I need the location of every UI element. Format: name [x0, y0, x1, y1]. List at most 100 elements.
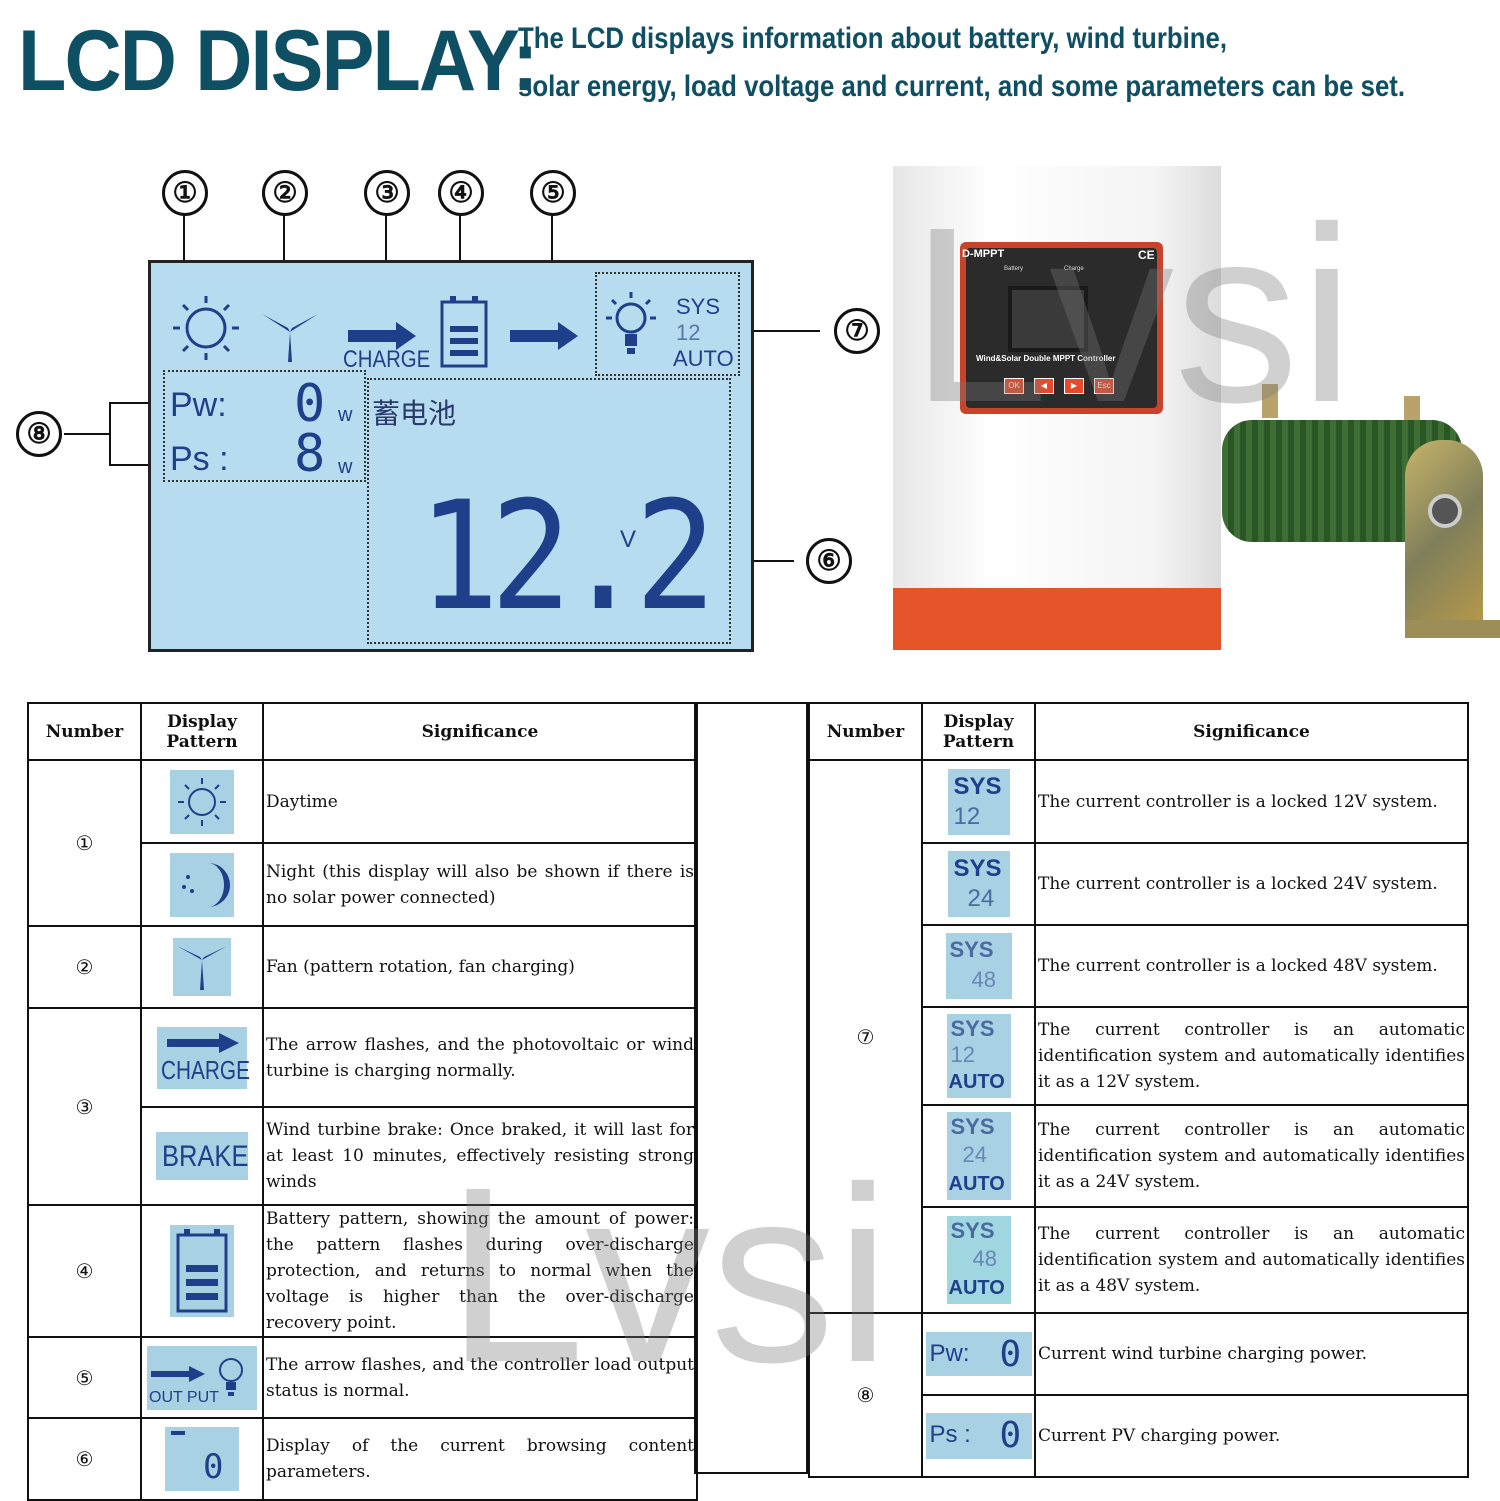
sys-auto-48-icon: SYS 48 AUTO [946, 1216, 1011, 1304]
lcd-voltage-unit: V [620, 526, 637, 553]
lcd-pw-unit: w [338, 404, 353, 426]
device-ok-button: OK [1004, 378, 1024, 394]
significance-cell: Night (this display will also be shown i… [262, 842, 698, 927]
page-title: LCD DISPLAY: [18, 13, 538, 109]
significance-cell: Current wind turbine charging power. [1034, 1312, 1469, 1396]
lcd-display [148, 260, 754, 652]
lcd-pw-label: Pw: [170, 386, 227, 424]
pattern-cell: CHARGE [140, 1007, 264, 1108]
wind-turbine-icon [173, 938, 231, 996]
browse-display-icon: 0 [165, 1427, 239, 1491]
table-gap-right-border [806, 702, 808, 1474]
output-arrow-icon [510, 322, 578, 350]
lcd-auto-label: AUTO [673, 346, 734, 371]
ps-label: Ps : [929, 1421, 971, 1448]
table-gap-left-border [694, 702, 696, 1474]
pattern-cell: 0 [140, 1417, 264, 1501]
significance-cell: The current controller is a locked 48V s… [1034, 924, 1469, 1008]
sys-value: 24 [962, 1142, 987, 1167]
callout-6: ⑥ [806, 538, 852, 584]
significance-cell: The current controller is an automatic i… [1034, 1104, 1469, 1208]
significance-cell: The current controller is an automatic i… [1034, 1006, 1469, 1106]
auto-label: AUTO [948, 1277, 1005, 1299]
row-number-5: ⑤ [27, 1336, 142, 1419]
right-significance-header: Significance [1034, 702, 1469, 761]
charge-arrow-icon: CHARGE [157, 1026, 250, 1089]
right-pattern-header: Display Pattern [921, 702, 1036, 761]
sys-value: 12 [953, 802, 981, 830]
sun-icon [173, 296, 239, 360]
wind-turbine-icon [262, 314, 318, 362]
pattern-cell: SYS 48 AUTO [921, 1206, 1036, 1314]
sys-auto-24-icon: SYS 24 AUTO [946, 1112, 1011, 1200]
lcd-battery-cn-label: 蓄电池 [372, 397, 457, 430]
callout-8: ⑧ [16, 411, 62, 457]
auto-label: AUTO [948, 1173, 1005, 1195]
pointer-bracket-8-bottom [109, 464, 167, 466]
sys-label: SYS [949, 937, 994, 962]
sys-label: SYS [950, 1218, 995, 1243]
sun-icon [170, 769, 234, 834]
pointer-bracket-8 [109, 402, 111, 466]
resistor-bolt [1428, 494, 1462, 528]
lcd-charge-label: CHARGE [343, 346, 431, 373]
pattern-cell: Pw: 0 [921, 1312, 1036, 1396]
brake-label: BRAKE [162, 1140, 249, 1173]
device-ce-mark: CE [1138, 248, 1155, 262]
left-legend-table: Number Display Pattern Significance ① Da… [27, 702, 698, 1501]
lcd-pw-value: 0 [294, 374, 326, 434]
pattern-cell [140, 842, 264, 927]
device-screen [1008, 286, 1088, 352]
resistor-bracket [1405, 440, 1483, 630]
controller-base [893, 588, 1221, 650]
left-pattern-header: Display Pattern [140, 702, 264, 761]
device-brand: D-MPPT [962, 248, 1005, 260]
lcd-sys-value: 12 [676, 320, 701, 345]
light-bulb-icon [606, 292, 656, 354]
pattern-cell: SYS 12 AUTO [921, 1006, 1036, 1106]
sys-value: 48 [972, 1246, 997, 1271]
sys-label: SYS [953, 772, 1002, 800]
subtitle-line-1: The LCD displays information about batte… [518, 22, 1228, 55]
device-right-button: ▶ [1064, 378, 1084, 394]
significance-cell: Display of the current browsing content … [262, 1417, 698, 1501]
significance-cell: Current PV charging power. [1034, 1394, 1469, 1478]
significance-cell: The current controller is a locked 12V s… [1034, 759, 1469, 844]
sys-12-icon: SYS 12 [947, 768, 1010, 835]
significance-cell: Daytime [262, 759, 698, 844]
table-gap-bottom-border [694, 1472, 808, 1474]
wind-power-readout-icon: Pw: 0 [925, 1332, 1032, 1376]
sys-value: 24 [967, 885, 995, 912]
lcd-voltage-value: 12.2 [418, 470, 716, 644]
charge-label: CHARGE [161, 1054, 250, 1085]
pointer-line-7 [728, 330, 820, 332]
charge-arrow-icon [348, 322, 416, 350]
device-left-button: ◀ [1034, 378, 1054, 394]
load-output-icon: OUT PUT [147, 1345, 257, 1410]
pointer-line-4 [459, 215, 461, 293]
browse-indicator [171, 1431, 185, 1435]
sys-auto-12-icon: SYS 12 AUTO [946, 1014, 1011, 1098]
pattern-cell: SYS 24 AUTO [921, 1104, 1036, 1208]
watermark-top: Lvsi [910, 175, 1355, 454]
pattern-cell [140, 1204, 264, 1338]
callout-4: ④ [438, 170, 484, 216]
callout-7: ⑦ [834, 308, 880, 354]
light-bulb-icon [219, 1357, 243, 1396]
pattern-cell: BRAKE [140, 1106, 264, 1206]
main-readout-box [367, 378, 731, 644]
callout-1: ① [162, 170, 208, 216]
power-readout-box [163, 370, 366, 482]
left-number-header: Number [27, 702, 142, 761]
pw-value: 0 [999, 1334, 1022, 1375]
row-number-2: ② [27, 925, 142, 1009]
pw-label: Pw: [929, 1340, 970, 1367]
pattern-cell: SYS 12 [921, 759, 1036, 844]
right-legend-table: Number Display Pattern Significance ⑦ SY… [808, 702, 1469, 1478]
battery-icon [440, 296, 488, 368]
callout-3: ③ [364, 170, 410, 216]
sys-value: 48 [971, 967, 996, 992]
browse-zero-value: 0 [203, 1447, 224, 1487]
significance-cell: The arrow flashes, and the photovoltaic … [262, 1007, 698, 1108]
output-label: OUT PUT [149, 1388, 219, 1406]
